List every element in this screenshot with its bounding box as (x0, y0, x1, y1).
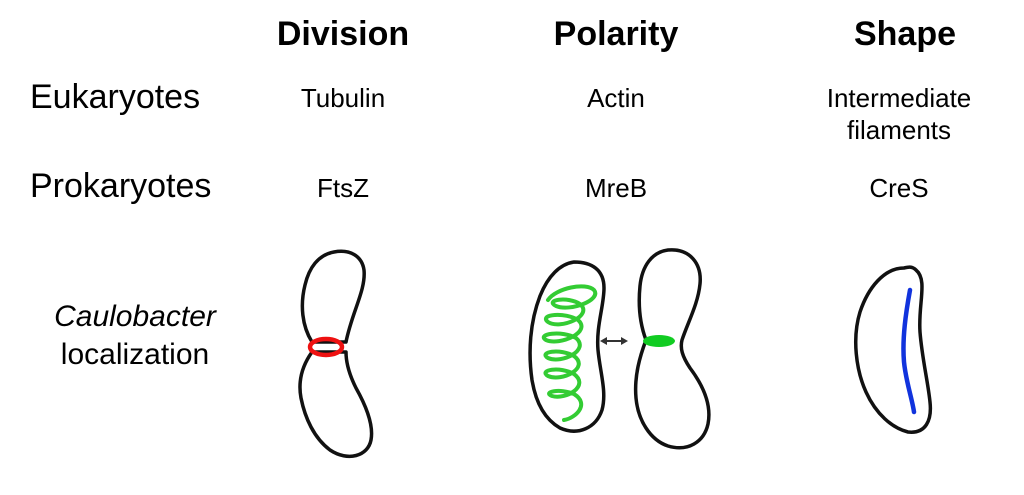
eukaryotes-shape-cell: Intermediate filaments (789, 82, 1009, 146)
polarity-helix-cell-illustration (528, 260, 606, 433)
division-cell-top-half (300, 249, 366, 344)
eukaryotes-polarity-cell: Actin (587, 83, 645, 113)
eukaryotes-division-cell: Tubulin (300, 83, 386, 113)
localization-label-text: localization (60, 338, 210, 371)
double-headed-arrow-icon (600, 337, 628, 345)
column-header-division: Division (276, 15, 410, 53)
cres-filament (901, 287, 917, 415)
eukaryotes-shape-line2: filaments (846, 115, 952, 145)
ftsz-ring (307, 336, 345, 358)
shape-cell-illustration (854, 265, 933, 434)
column-header-shape: Shape (853, 15, 957, 53)
polarity-band-cell-illustration (633, 248, 711, 450)
mreb-band (643, 335, 675, 347)
division-cell-bottom-half (298, 350, 374, 459)
row-label-prokaryotes: Prokaryotes (30, 167, 212, 205)
row-label-eukaryotes: Eukaryotes (30, 78, 201, 116)
prokaryotes-polarity-cell: MreB (584, 173, 648, 203)
caulobacter-localization-label: Caulobacter localization (30, 298, 240, 374)
column-header-polarity: Polarity (553, 15, 679, 53)
eukaryotes-shape-line1: Intermediate (826, 83, 972, 113)
mreb-helix (541, 284, 598, 422)
division-cell-illustration (298, 249, 374, 459)
prokaryotes-shape-cell: CreS (869, 173, 929, 203)
polarity-band-cell-outline (633, 248, 711, 450)
localization-label-organism: Caulobacter (54, 300, 216, 333)
shape-crescent-cell-outline (854, 265, 933, 434)
prokaryotes-division-cell: FtsZ (317, 173, 369, 203)
